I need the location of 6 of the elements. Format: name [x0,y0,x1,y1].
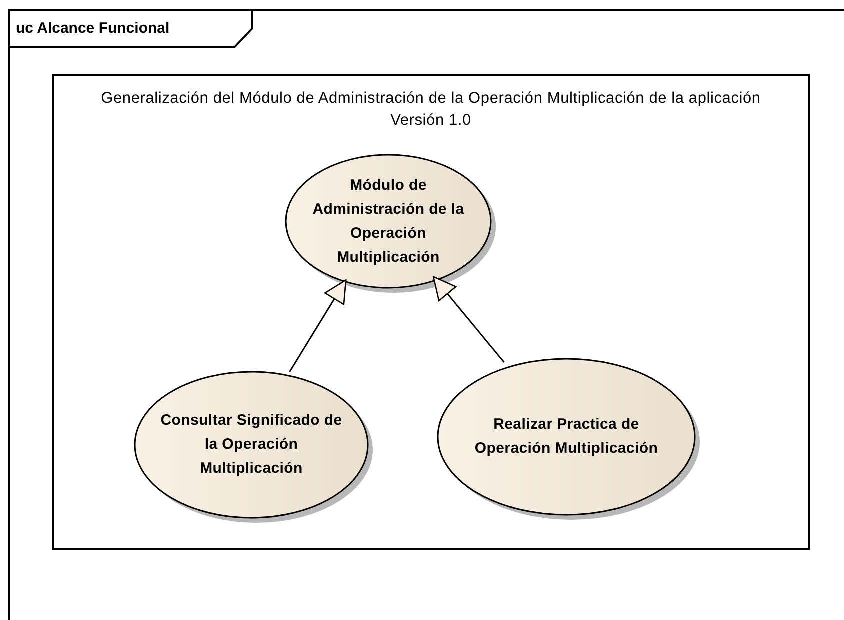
diagram-frame [8,9,844,620]
generalization-arrow [289,280,347,372]
frame-title: uc Alcance Funcional [16,19,170,39]
generalization-arrow [432,276,505,363]
system-boundary [52,74,810,550]
boundary-title: Generalización del Módulo de Administración de la Operación Multiplicación de la aplicación Versión 1.0 [100,89,762,131]
